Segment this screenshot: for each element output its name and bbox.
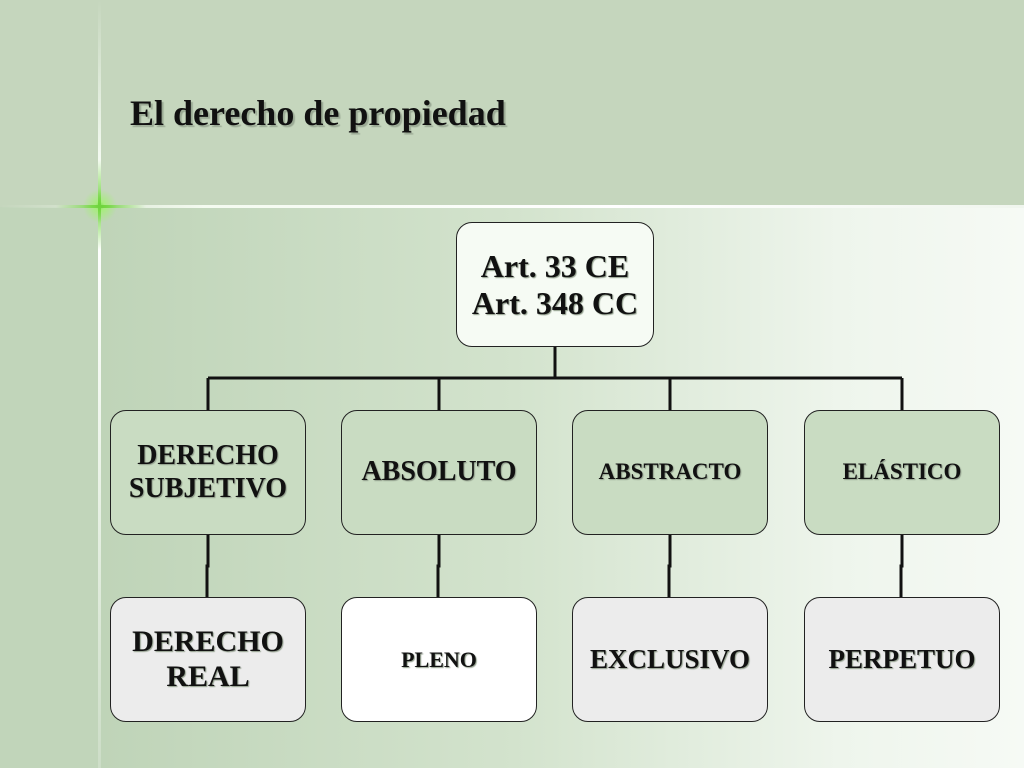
node-pleno: PLENO — [341, 597, 537, 722]
sparkle-horizontal-ray — [56, 205, 146, 208]
horizontal-divider — [0, 205, 1024, 208]
node-derecho-subjetivo: DERECHO SUBJETIVO — [110, 410, 306, 535]
node-label-line1: DERECHO — [132, 625, 284, 658]
sparkle-vertical-ray — [98, 160, 101, 250]
node-abstracto: ABSTRACTO — [572, 410, 768, 535]
link-4 — [899, 535, 904, 597]
node-exclusivo: EXCLUSIVO — [572, 597, 768, 722]
vertical-divider — [98, 0, 101, 768]
node-label: ELÁSTICO — [842, 459, 962, 485]
root-node-line2: Art. 348 CC — [471, 284, 639, 321]
node-label: PERPETUO — [828, 643, 976, 674]
node-label: ABSTRACTO — [598, 459, 742, 485]
node-label-line2: REAL — [166, 659, 250, 693]
link-3 — [667, 535, 672, 597]
link-2 — [436, 535, 441, 597]
node-elastico: ELÁSTICO — [804, 410, 1000, 535]
link-1 — [205, 535, 210, 597]
left-band — [0, 207, 100, 768]
root-node-line1: Art. 33 CE — [480, 247, 630, 284]
slide-title: El derecho de propiedad — [130, 93, 506, 133]
node-label-line2: SUBJETIVO — [128, 472, 288, 504]
root-node: Art. 33 CE Art. 348 CC — [456, 222, 654, 347]
title-band — [0, 0, 1024, 207]
node-label: ABSOLUTO — [361, 456, 517, 488]
node-label: EXCLUSIVO — [590, 643, 750, 674]
node-label: PLENO — [401, 646, 477, 672]
node-label-line1: DERECHO — [137, 440, 279, 472]
node-absoluto: ABSOLUTO — [341, 410, 537, 535]
node-derecho-real: DERECHO REAL — [110, 597, 306, 722]
node-perpetuo: PERPETUO — [804, 597, 1000, 722]
